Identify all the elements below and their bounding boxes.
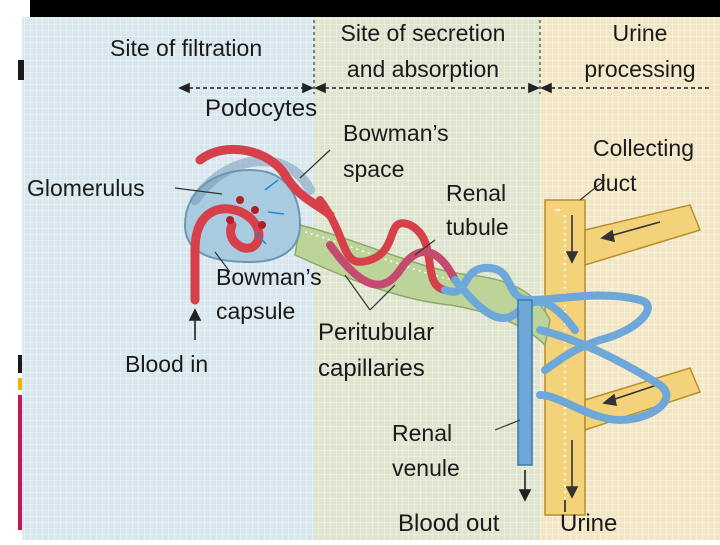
- left-accent-magenta: [18, 395, 22, 530]
- label-renal-tubule-1: Renal: [446, 180, 507, 206]
- label-renal-tubule-2: tubule: [446, 214, 509, 240]
- label-blood-in: Blood in: [125, 351, 209, 377]
- zone-urine-label-1: Urine: [612, 20, 668, 46]
- label-bowmans-space-1: Bowman’s: [343, 120, 449, 146]
- zone-urine-label-2: processing: [584, 56, 696, 82]
- label-pointers: [174, 149, 606, 431]
- label-urine: Urine: [560, 510, 618, 537]
- zone-secretion-label-2: and absorption: [346, 56, 500, 82]
- zone-filtration-label: Site of filtration: [110, 35, 263, 61]
- left-marker: [18, 60, 24, 80]
- left-marker-2: [18, 355, 22, 373]
- left-accent-yellow: [18, 378, 22, 390]
- label-bowmans-space-2: space: [343, 156, 405, 182]
- label-bowmans-capsule-1: Bowman’s: [216, 264, 322, 290]
- glomerulus-knot: [190, 144, 335, 305]
- glomerulus-dots: [226, 196, 266, 229]
- label-collecting-duct-1: Collecting: [593, 135, 694, 161]
- label-blood-out: Blood out: [398, 510, 500, 537]
- label-renal-venule-1: Renal: [392, 420, 453, 446]
- label-glomerulus: Glomerulus: [27, 175, 145, 201]
- label-collecting-duct-2: duct: [593, 170, 637, 196]
- label-peritubular-2: capillaries: [318, 355, 425, 382]
- label-peritubular-1: Peritubular: [318, 319, 435, 346]
- duct-flow-arrows: [565, 215, 661, 499]
- label-podocytes: Podocytes: [205, 95, 318, 122]
- label-bowmans-capsule-2: capsule: [216, 298, 296, 324]
- flow-arrows: [188, 308, 566, 512]
- renal-venule: [517, 299, 533, 466]
- top-bar: [30, 0, 720, 17]
- zone-divider-arrows: [178, 20, 712, 94]
- filtration-arrows: [254, 179, 285, 245]
- label-renal-venule-2: venule: [392, 455, 460, 481]
- zone-secretion-label-1: Site of secretion: [340, 20, 506, 46]
